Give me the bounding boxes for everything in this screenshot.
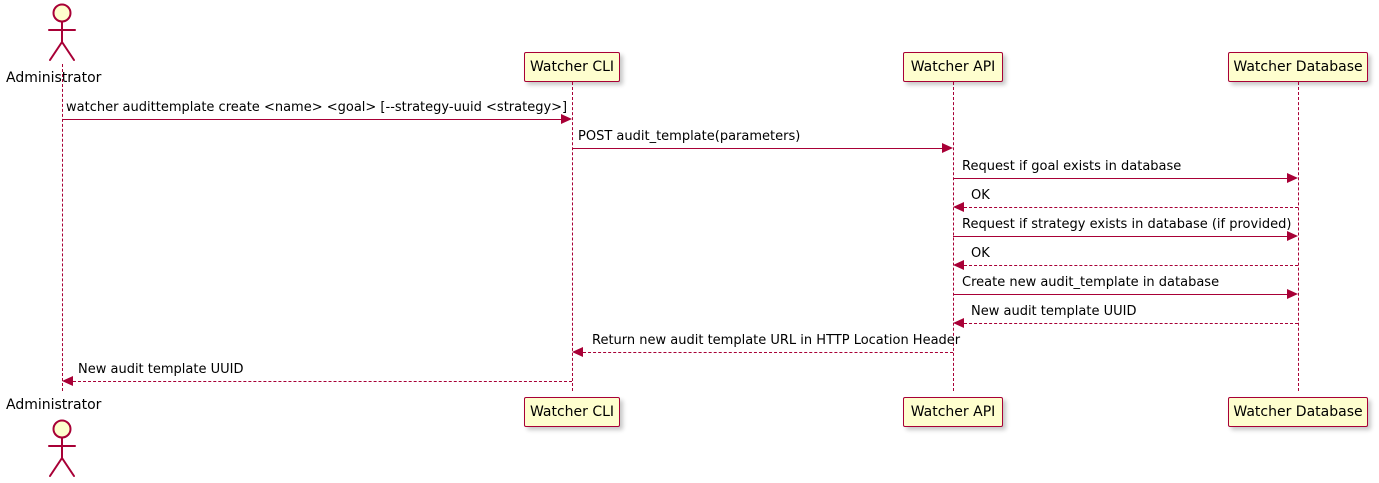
message-arrowhead-5 bbox=[1287, 231, 1298, 241]
message-arrowhead-2 bbox=[942, 143, 953, 153]
message-line-10 bbox=[73, 381, 572, 382]
actor-administrator-top-icon bbox=[48, 3, 76, 61]
message-arrowhead-10 bbox=[62, 376, 73, 386]
participant-watcher-database-bottom-label: Watcher Database bbox=[1233, 404, 1363, 420]
participant-watcher-api-bottom[interactable]: Watcher API bbox=[903, 397, 1003, 427]
participant-watcher-cli-top[interactable]: Watcher CLI bbox=[524, 52, 620, 82]
participant-watcher-database-top[interactable]: Watcher Database bbox=[1228, 52, 1368, 82]
message-label-2: POST audit_template(parameters) bbox=[578, 129, 801, 144]
message-label-6: OK bbox=[971, 246, 990, 261]
participant-watcher-cli-bottom-label: Watcher CLI bbox=[529, 404, 615, 420]
message-label-3: Request if goal exists in database bbox=[962, 159, 1182, 174]
message-label-10: New audit template UUID bbox=[78, 362, 244, 377]
message-line-5 bbox=[953, 236, 1287, 237]
participant-watcher-api-top[interactable]: Watcher API bbox=[903, 52, 1003, 82]
message-line-9 bbox=[583, 352, 953, 353]
message-line-6 bbox=[964, 265, 1298, 266]
message-arrowhead-4 bbox=[953, 202, 964, 212]
lifeline-watcher-database bbox=[1298, 82, 1299, 391]
message-line-4 bbox=[964, 207, 1298, 208]
message-arrowhead-8 bbox=[953, 318, 964, 328]
message-label-7: Create new audit_template in database bbox=[962, 275, 1220, 290]
message-line-8 bbox=[964, 323, 1298, 324]
message-arrowhead-3 bbox=[1287, 173, 1298, 183]
actor-administrator-bottom-icon bbox=[48, 419, 76, 477]
message-label-5: Request if strategy exists in database (… bbox=[962, 217, 1292, 232]
message-arrowhead-1 bbox=[561, 114, 572, 124]
message-line-7 bbox=[953, 294, 1287, 295]
message-line-2 bbox=[572, 148, 942, 149]
message-arrowhead-7 bbox=[1287, 289, 1298, 299]
participant-watcher-api-bottom-label: Watcher API bbox=[910, 404, 996, 420]
participant-watcher-database-bottom[interactable]: Watcher Database bbox=[1228, 397, 1368, 427]
lifeline-watcher-cli bbox=[572, 82, 573, 391]
message-label-1: watcher audittemplate create <name> <goa… bbox=[66, 100, 568, 115]
message-arrowhead-6 bbox=[953, 260, 964, 270]
participant-watcher-cli-bottom[interactable]: Watcher CLI bbox=[524, 397, 620, 427]
message-line-1 bbox=[62, 119, 561, 120]
message-label-4: OK bbox=[971, 188, 990, 203]
lifeline-administrator bbox=[62, 64, 63, 391]
actor-administrator-top-label: Administrator bbox=[6, 70, 102, 86]
message-arrowhead-9 bbox=[572, 347, 583, 357]
message-label-8: New audit template UUID bbox=[971, 304, 1137, 319]
message-label-9: Return new audit template URL in HTTP Lo… bbox=[592, 333, 961, 348]
message-line-3 bbox=[953, 178, 1287, 179]
participant-watcher-cli-top-label: Watcher CLI bbox=[529, 59, 615, 75]
actor-administrator-bottom-label: Administrator bbox=[6, 397, 102, 413]
participant-watcher-database-top-label: Watcher Database bbox=[1233, 59, 1363, 75]
participant-watcher-api-top-label: Watcher API bbox=[910, 59, 996, 75]
